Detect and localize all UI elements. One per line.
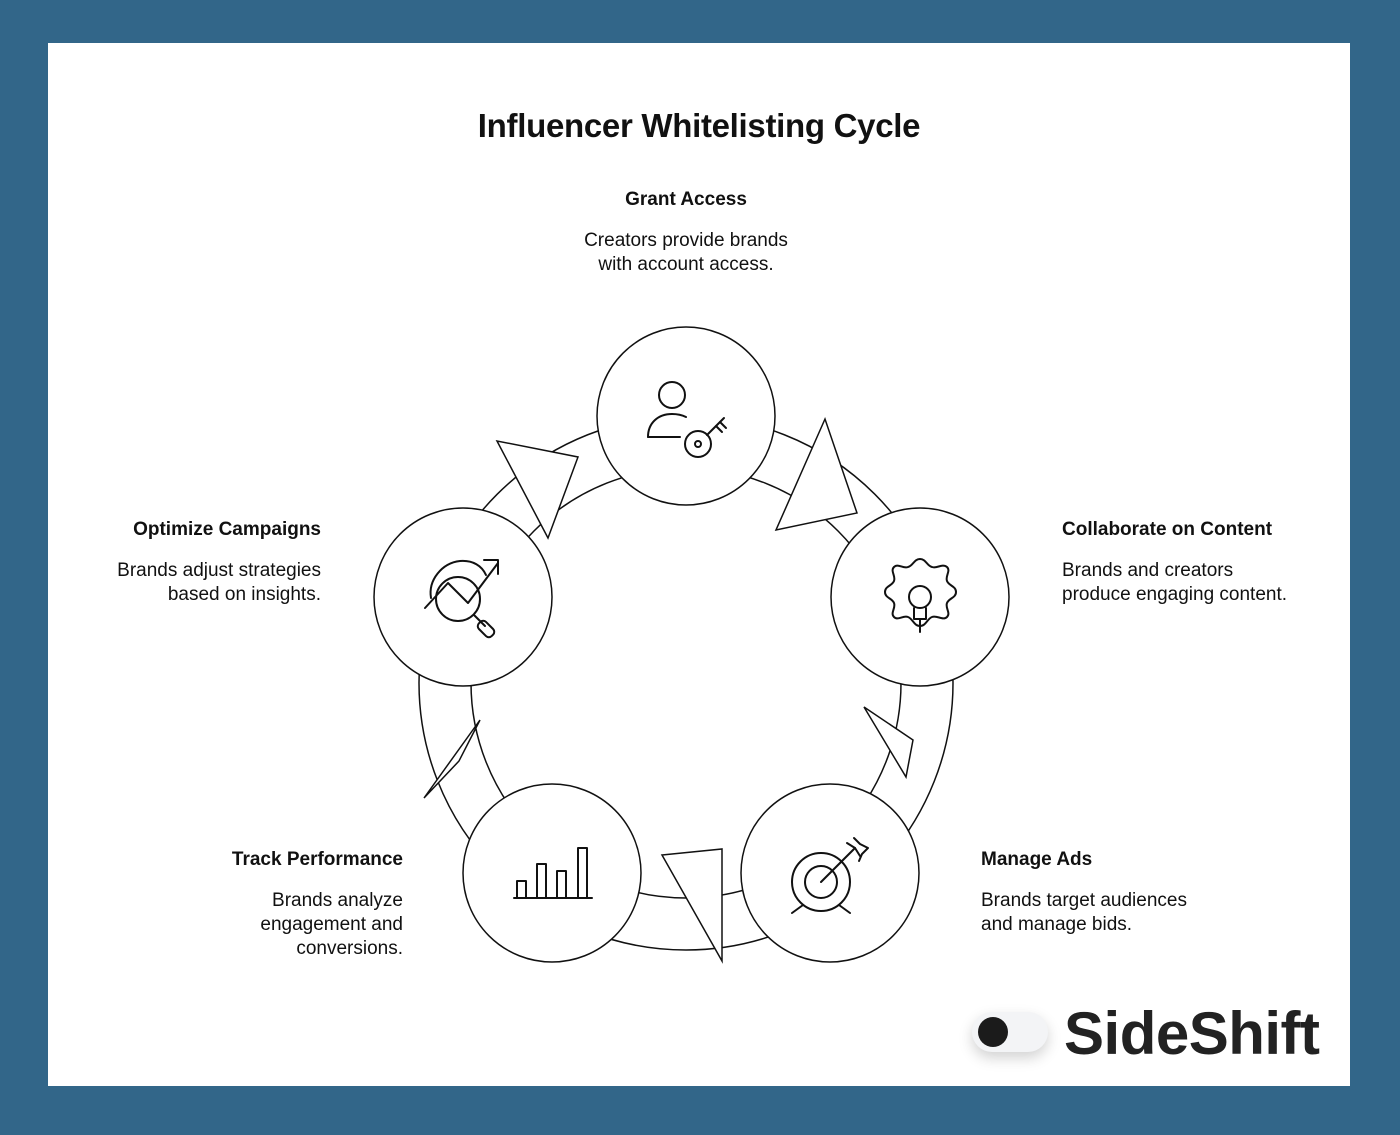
step-title: Track Performance [231, 849, 403, 870]
step-title: Grant Access [625, 189, 747, 210]
cycle-arrows [423, 416, 914, 964]
trend-magnifier-icon [424, 559, 499, 639]
arrow-track-to-optimize [423, 719, 481, 799]
diagram-title: Influencer Whitelisting Cycle [477, 107, 921, 144]
arrow-collaborate-to-manage [863, 706, 914, 780]
node-track-performance [462, 783, 642, 963]
user-key-icon [647, 381, 727, 458]
step-optimize-campaigns: Optimize Campaigns Brands adjust strateg… [61, 519, 321, 607]
toggle-knob [978, 1017, 1008, 1047]
sideshift-logo: SideShift [968, 1000, 1348, 1071]
diagram-card: Influencer Whitelisting Cycle [48, 43, 1350, 1086]
node-collaborate [830, 507, 1010, 687]
target-arrow-icon [791, 837, 869, 914]
cycle-diagram [373, 326, 1010, 964]
step-title: Manage Ads [981, 849, 1093, 870]
arrow-manage-to-track [660, 848, 723, 964]
arrow-grant-to-collaborate [774, 416, 858, 532]
gear-lightbulb-icon [884, 558, 957, 633]
step-title: Optimize Campaigns [133, 519, 321, 540]
step-collaborate-on-content: Collaborate on Content Brands and creato… [1062, 519, 1342, 607]
brand-wordmark: SideShift [1064, 1000, 1320, 1067]
bar-chart-icon [513, 847, 593, 899]
step-title: Collaborate on Content [1062, 519, 1273, 540]
toggle-logo-icon [972, 1012, 1048, 1052]
arrow-optimize-to-grant [495, 439, 580, 540]
